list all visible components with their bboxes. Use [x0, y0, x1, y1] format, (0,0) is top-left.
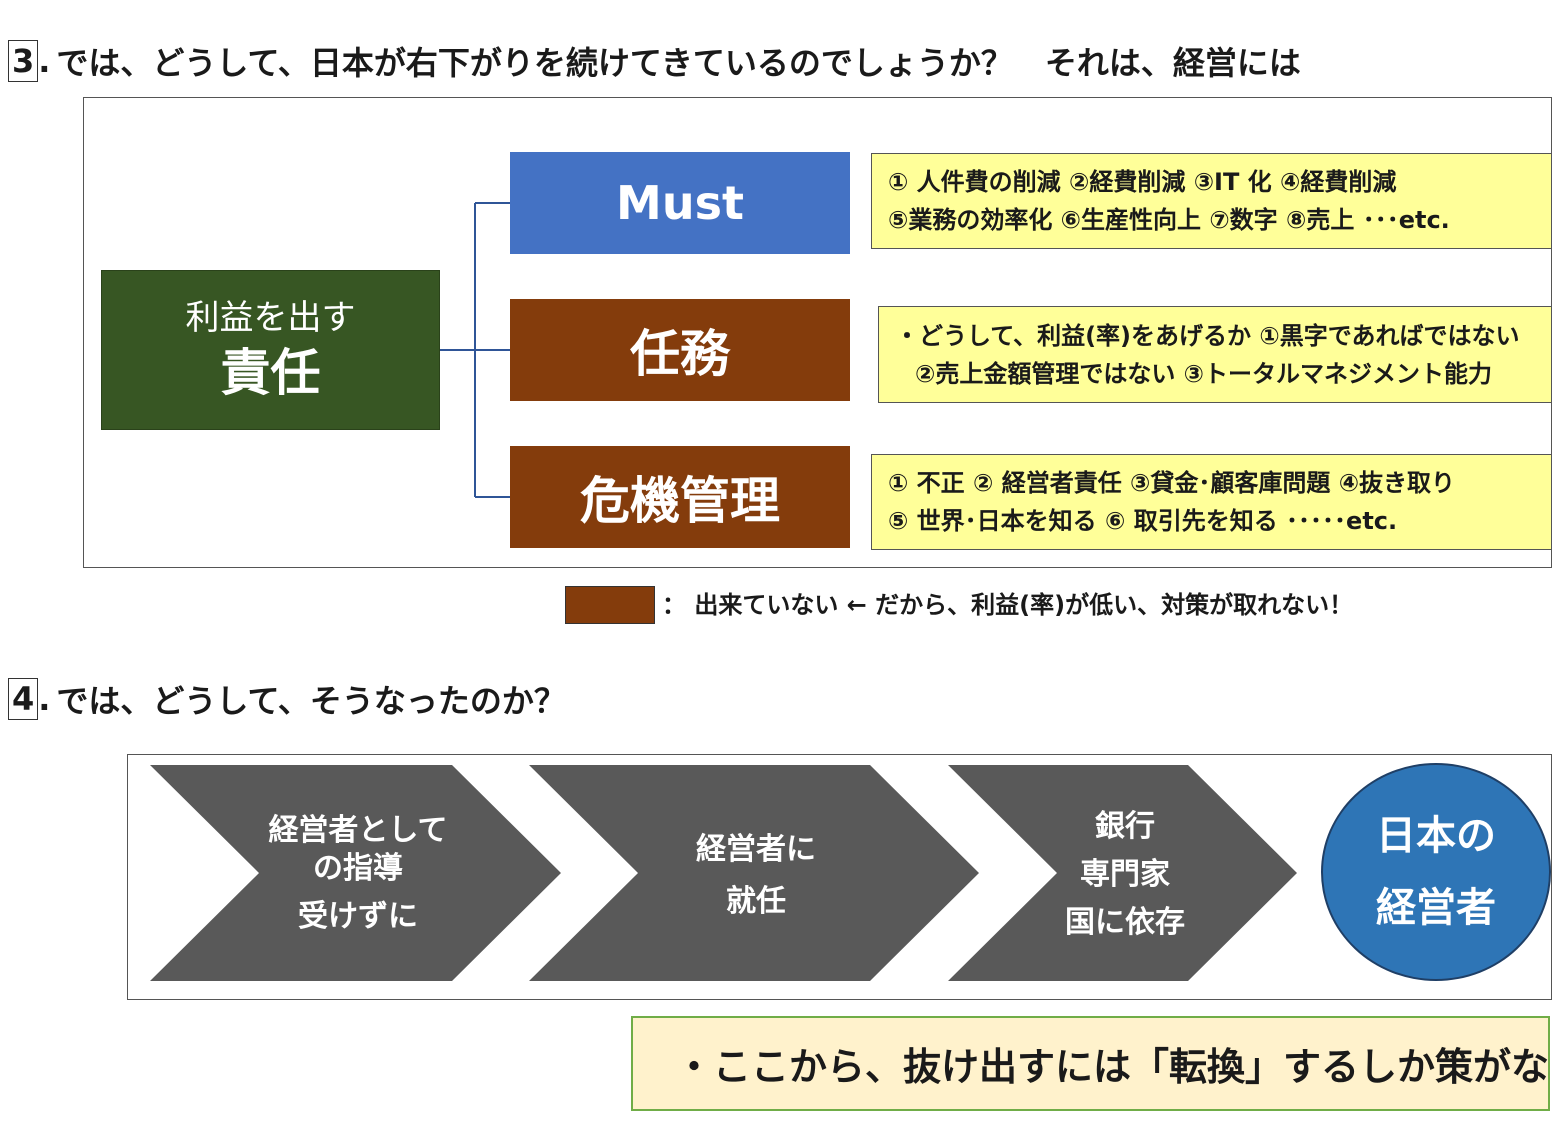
note-line: ②売上金額管理ではない ③トータルマネジメント能力 [915, 359, 1492, 388]
legend-swatch [565, 586, 655, 624]
chevron-step-2 [529, 765, 979, 981]
note-line: ① 人件費の削減 ②経費削減 ③IT 化 ④経費削減 [888, 168, 1397, 196]
result-circle: 日本の 経営者 [1321, 763, 1551, 981]
legend-text: ： 出来ていない ← だから、利益(率)が低い、対策が取れない！ [662, 591, 1354, 619]
step-2-label: 経営者に 就任 [626, 824, 886, 928]
step-line: の指導 [313, 851, 403, 886]
step-line: 国に依存 [1065, 905, 1185, 940]
responsibility-main: 責任 [220, 344, 321, 402]
section-number: 3 [8, 40, 39, 82]
conclusion-box: ・ここから、抜け出すには「転換」するしか策がない [631, 1016, 1552, 1111]
note-line: ⑤ 世界･日本を知る ⑥ 取引先を知る ･････etc. [888, 507, 1398, 535]
section-3-heading: 3. では、どうして、日本が右下がりを続けてきているのでしょうか？ それは、経営… [8, 38, 1301, 84]
step-line: 受けずに [298, 899, 418, 934]
section-4-heading: 4. では、どうして、そうなったのか？ [8, 676, 566, 722]
section-title: では、どうして、日本が右下がりを続けてきているのでしょうか？ それは、経営には [56, 44, 1301, 82]
note-crisis: ① 不正 ② 経営者責任 ③貸金･顧客庫問題 ④抜き取り ⑤ 世界･日本を知る … [871, 454, 1552, 550]
chevron-step-1 [150, 765, 561, 981]
step-line: 経営者に [696, 832, 816, 867]
step-line: 経営者として [268, 813, 448, 848]
note-line: ⑤業務の効率化 ⑥生産性向上 ⑦数字 ⑧売上 ･･･etc. [888, 206, 1450, 234]
category-crisis: 危機管理 [510, 446, 850, 548]
step-line: 専門家 [1080, 857, 1170, 892]
step-1-label: 経営者として の指導 受けずに [228, 812, 488, 936]
chevron-step-3 [948, 765, 1297, 981]
category-task: 任務 [510, 299, 850, 401]
note-line: ① 不正 ② 経営者責任 ③貸金･顧客庫問題 ④抜き取り [888, 469, 1456, 497]
section-number: 4 [8, 678, 39, 720]
section-title: では、どうして、そうなったのか？ [56, 682, 566, 720]
result-line: 経営者 [1376, 885, 1496, 931]
responsibility-box: 利益を出す 責任 [101, 270, 440, 430]
category-must: Must [510, 152, 850, 254]
step-3-label: 銀行 専門家 国に依存 [995, 803, 1255, 947]
note-task: ・どうして、利益(率)をあげるか ①黒字であればではない ②売上金額管理ではない… [878, 306, 1552, 403]
responsibility-sub: 利益を出す [185, 298, 356, 338]
result-line: 日本の [1376, 813, 1496, 859]
note-line: ・どうして、利益(率)をあげるか ①黒字であればではない [895, 321, 1520, 350]
step-line: 銀行 [1095, 809, 1155, 844]
step-line: 就任 [726, 884, 786, 919]
note-must: ① 人件費の削減 ②経費削減 ③IT 化 ④経費削減 ⑤業務の効率化 ⑥生産性向… [871, 153, 1552, 249]
